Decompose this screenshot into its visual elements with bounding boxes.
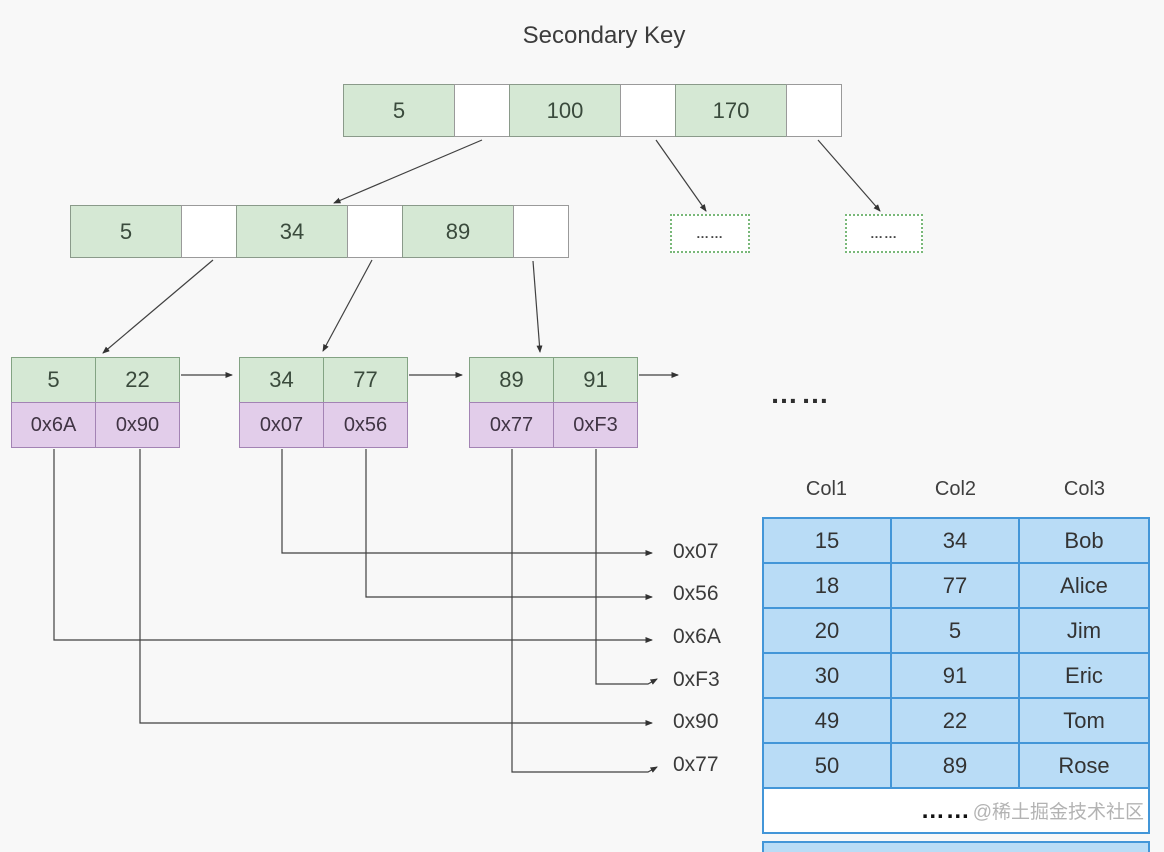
arrow-pointer-0x56 bbox=[365, 449, 653, 600]
table-cell: 20 bbox=[764, 609, 892, 654]
leaf-pointer-cell: 0x07 bbox=[239, 402, 324, 448]
table-cell: Jim bbox=[1020, 609, 1148, 654]
table-header: Col2 bbox=[934, 478, 977, 500]
pointer-address-label: 0x6A bbox=[673, 625, 721, 648]
leaf-pointer-cell: 0x77 bbox=[469, 402, 554, 448]
watermark-text: @稀土掘金技术社区 bbox=[972, 802, 1144, 823]
table-cell: 91 bbox=[892, 654, 1020, 699]
leaf-key-cell: 91 bbox=[553, 357, 638, 403]
arrow-root-to-overflow-1 bbox=[655, 139, 707, 212]
btree-root-node: 5 100 170 bbox=[343, 84, 842, 137]
root-pointer-cell bbox=[620, 84, 676, 137]
internal-pointer-cell bbox=[513, 205, 569, 258]
leaf-pointer-cell: 0x6A bbox=[11, 402, 96, 448]
pointer-address-label: 0x77 bbox=[673, 753, 719, 776]
table-header: Col1 bbox=[805, 478, 848, 500]
leaf-key-cell: 77 bbox=[323, 357, 408, 403]
table-cell: Alice bbox=[1020, 564, 1148, 609]
leaf-ellipsis: …… bbox=[770, 378, 832, 409]
root-key-cell: 100 bbox=[509, 84, 621, 137]
arrow-pointer-0xF3 bbox=[595, 449, 658, 685]
arrow-pointer-0x90 bbox=[139, 449, 653, 726]
pointer-address-label: 0xF3 bbox=[673, 668, 720, 691]
arrow-root-to-overflow-2 bbox=[817, 139, 881, 212]
table-cell: Bob bbox=[1020, 519, 1148, 564]
table-cell: 15 bbox=[764, 519, 892, 564]
internal-key-cell: 5 bbox=[70, 205, 182, 258]
leaf-node: 89 91 0x77 0xF3 bbox=[469, 357, 638, 448]
btree-internal-node: 5 34 89 bbox=[70, 205, 569, 258]
leaf-key-cell: 34 bbox=[239, 357, 324, 403]
table-cell: Tom bbox=[1020, 699, 1148, 744]
leaf-node: 34 77 0x07 0x56 bbox=[239, 357, 408, 448]
table-cell: 30 bbox=[764, 654, 892, 699]
root-key-cell: 5 bbox=[343, 84, 455, 137]
data-table: 15 34 Bob 18 77 Alice 20 5 Jim 30 91 Eri… bbox=[762, 517, 1150, 834]
table-cell: Rose bbox=[1020, 744, 1148, 789]
pointer-address-label: 0x90 bbox=[673, 710, 719, 733]
arrow-pointer-0x6A bbox=[53, 449, 653, 643]
pointer-address-label: 0x07 bbox=[673, 540, 719, 563]
table-cell: 50 bbox=[764, 744, 892, 789]
table-cell: 18 bbox=[764, 564, 892, 609]
leaf-node: 5 22 0x6A 0x90 bbox=[11, 357, 180, 448]
table-cell: 22 bbox=[892, 699, 1020, 744]
table-cell: 77 bbox=[892, 564, 1020, 609]
leaf-key-cell: 5 bbox=[11, 357, 96, 403]
overflow-node-box: …… bbox=[845, 214, 923, 253]
overflow-node-box: …… bbox=[670, 214, 750, 253]
internal-pointer-cell bbox=[347, 205, 403, 258]
arrow-pointer-0x77 bbox=[511, 449, 658, 773]
table-cell: 5 bbox=[892, 609, 1020, 654]
table-column-headers: Col1 Col2 Col3 bbox=[762, 478, 1150, 501]
leaf-key-cell: 22 bbox=[95, 357, 180, 403]
internal-key-cell: 34 bbox=[236, 205, 348, 258]
table-clipped-row bbox=[762, 841, 1150, 852]
leaf-pointer-cell: 0x56 bbox=[323, 402, 408, 448]
leaf-pointer-cell: 0x90 bbox=[95, 402, 180, 448]
table-cell: 49 bbox=[764, 699, 892, 744]
root-key-cell: 170 bbox=[675, 84, 787, 137]
leaf-key-cell: 89 bbox=[469, 357, 554, 403]
table-ellipsis-row: …… @稀土掘金技术社区 bbox=[764, 789, 1148, 832]
table-cell: 34 bbox=[892, 519, 1020, 564]
arrow-internal-to-leaf-1 bbox=[102, 259, 214, 354]
root-pointer-cell bbox=[454, 84, 510, 137]
table-cell: Eric bbox=[1020, 654, 1148, 699]
arrow-pointer-0x07 bbox=[281, 449, 653, 556]
internal-key-cell: 89 bbox=[402, 205, 514, 258]
table-cell: 89 bbox=[892, 744, 1020, 789]
arrow-root-to-internal bbox=[333, 139, 483, 204]
diagram-title: Secondary Key bbox=[522, 22, 686, 49]
leaf-pointer-cell: 0xF3 bbox=[553, 402, 638, 448]
root-pointer-cell bbox=[786, 84, 842, 137]
pointer-address-label: 0x56 bbox=[673, 582, 719, 605]
arrow-internal-to-leaf-2 bbox=[322, 259, 373, 352]
arrow-internal-to-leaf-3 bbox=[532, 260, 543, 353]
internal-pointer-cell bbox=[181, 205, 237, 258]
table-header: Col3 bbox=[1063, 478, 1106, 500]
